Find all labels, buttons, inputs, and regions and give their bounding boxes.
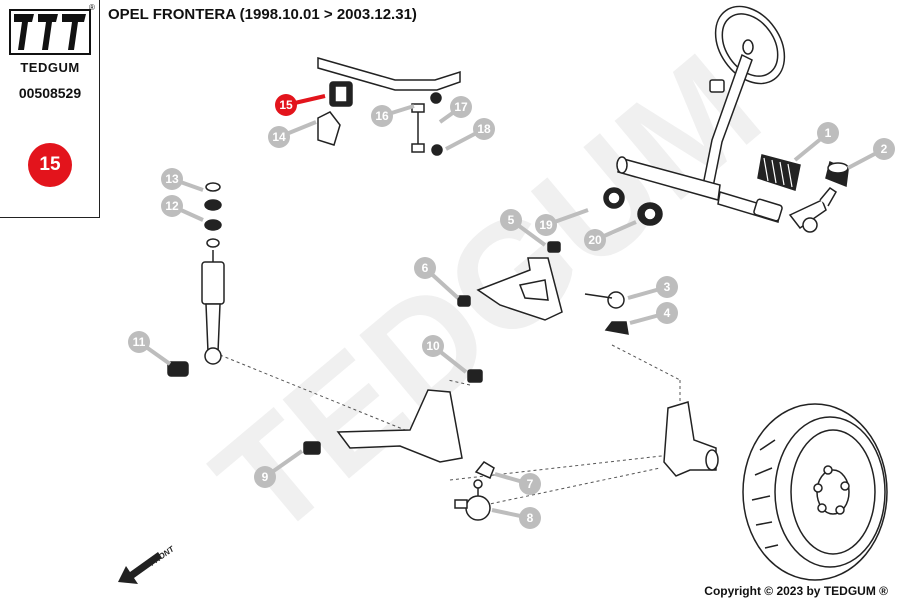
tie-rod-end bbox=[788, 187, 837, 233]
callout-circle-9 bbox=[254, 466, 276, 488]
tedgum-logo-icon bbox=[9, 9, 91, 55]
shock-absorber bbox=[167, 182, 225, 377]
callout-label-4: 4 bbox=[664, 306, 671, 320]
callout-circle-11 bbox=[128, 331, 150, 353]
registered-mark: ® bbox=[89, 3, 95, 12]
callout-label-12: 12 bbox=[165, 199, 179, 213]
callout-label-2: 2 bbox=[881, 142, 888, 156]
part-1-steering-boot bbox=[757, 154, 801, 191]
callout-label-5: 5 bbox=[508, 213, 515, 227]
callout-1[interactable]: 1 bbox=[793, 122, 839, 162]
callout-label-8: 8 bbox=[527, 511, 534, 525]
callout-label-10: 10 bbox=[426, 339, 440, 353]
callout-10[interactable]: 10 bbox=[422, 335, 468, 374]
callout-circle-14 bbox=[268, 126, 290, 148]
callout-label-3: 3 bbox=[664, 280, 671, 294]
callout-label-6: 6 bbox=[422, 261, 429, 275]
callout-label-13: 13 bbox=[165, 172, 179, 186]
callout-15[interactable]: 15 bbox=[275, 94, 326, 116]
selected-part-badge[interactable]: 15 bbox=[28, 143, 72, 187]
callout-circle-7 bbox=[519, 473, 541, 495]
callout-label-11: 11 bbox=[133, 335, 146, 349]
front-arrow: FRONT bbox=[118, 544, 177, 584]
callout-circle-1 bbox=[817, 122, 839, 144]
callout-label-18: 18 bbox=[477, 122, 491, 136]
callout-11[interactable]: 11 bbox=[128, 331, 172, 366]
brand-name: TEDGUM bbox=[20, 60, 80, 75]
part-19-20-bushings bbox=[603, 187, 663, 226]
callout-3[interactable]: 3 bbox=[627, 276, 678, 300]
callout-6[interactable]: 6 bbox=[414, 257, 460, 300]
callout-4[interactable]: 4 bbox=[629, 302, 678, 325]
callout-circle-10 bbox=[422, 335, 444, 357]
brand-panel: ® TEDGUM 00508529 15 bbox=[0, 0, 100, 218]
wheel bbox=[742, 403, 888, 581]
callout-circle-12 bbox=[161, 195, 183, 217]
callout-16[interactable]: 16 bbox=[371, 104, 415, 127]
callout-label-14: 14 bbox=[272, 130, 286, 144]
part-2-tie-rod-dust-cap bbox=[825, 160, 849, 188]
callout-label-19: 19 bbox=[539, 218, 553, 232]
callout-circle-5 bbox=[500, 209, 522, 231]
callout-17[interactable]: 17 bbox=[438, 96, 472, 124]
callout-13[interactable]: 13 bbox=[161, 168, 204, 192]
callout-19[interactable]: 19 bbox=[535, 208, 589, 236]
upper-control-arm bbox=[457, 241, 629, 335]
callout-circle-17 bbox=[450, 96, 472, 118]
callout-circle-6 bbox=[414, 257, 436, 279]
callout-5[interactable]: 5 bbox=[500, 209, 547, 247]
callout-20[interactable]: 20 bbox=[584, 220, 637, 251]
callout-circle-8 bbox=[519, 507, 541, 529]
lower-control-arm bbox=[303, 369, 495, 521]
callout-circle-15 bbox=[275, 94, 297, 116]
callout-9[interactable]: 9 bbox=[254, 449, 304, 488]
stabilizer-link bbox=[411, 92, 443, 156]
callout-circle-13 bbox=[161, 168, 183, 190]
page-title: OPEL FRONTERA (1998.10.01 > 2003.12.31) bbox=[108, 6, 417, 23]
callout-circle-2 bbox=[873, 138, 895, 160]
callout-label-7: 7 bbox=[527, 477, 534, 491]
callout-2[interactable]: 2 bbox=[847, 138, 895, 170]
callout-circle-4 bbox=[656, 302, 678, 324]
callout-label-9: 9 bbox=[262, 470, 269, 484]
copyright-text: Copyright © 2023 by TEDGUM ® bbox=[704, 584, 888, 598]
callout-label-16: 16 bbox=[375, 109, 389, 123]
callout-circle-3 bbox=[656, 276, 678, 298]
front-label: FRONT bbox=[148, 544, 177, 568]
callout-circle-16 bbox=[371, 105, 393, 127]
callout-label-15: 15 bbox=[279, 98, 293, 112]
callout-label-20: 20 bbox=[588, 233, 602, 247]
callout-circle-20 bbox=[584, 229, 606, 251]
steering-knuckle bbox=[663, 401, 719, 477]
callout-8[interactable]: 8 bbox=[491, 507, 541, 529]
callout-label-17: 17 bbox=[454, 100, 468, 114]
callout-18[interactable]: 18 bbox=[445, 118, 495, 151]
callout-circle-18 bbox=[473, 118, 495, 140]
callout-circle-19 bbox=[535, 214, 557, 236]
part-14-stabilizer-bracket bbox=[317, 111, 341, 146]
part-number: 00508529 bbox=[18, 85, 82, 101]
callout-14[interactable]: 14 bbox=[268, 120, 317, 148]
steering-assembly bbox=[616, 5, 786, 223]
callout-label-1: 1 bbox=[825, 126, 832, 140]
callout-7[interactable]: 7 bbox=[494, 472, 541, 495]
callout-12[interactable]: 12 bbox=[161, 195, 204, 222]
stabilizer-bar bbox=[317, 57, 461, 107]
